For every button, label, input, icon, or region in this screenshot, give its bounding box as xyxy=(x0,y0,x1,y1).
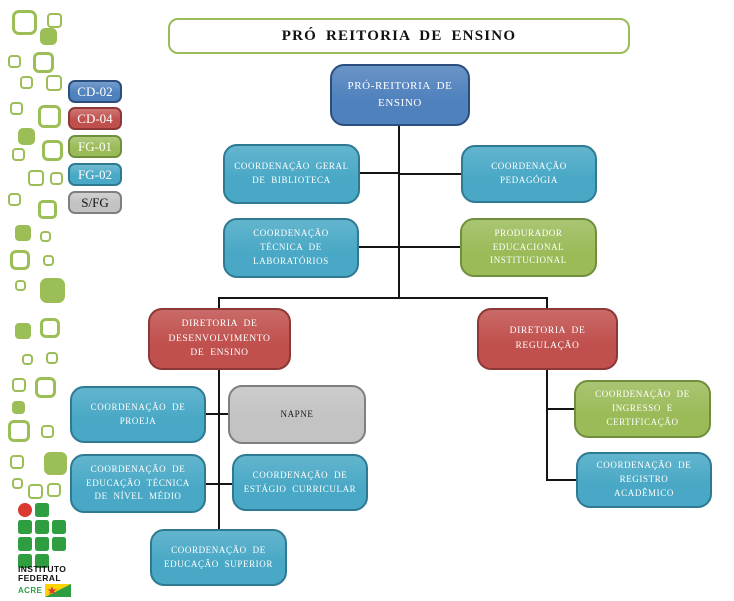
org-node-coordenacao-educacao-tecnica: COORDENAÇÃO DE EDUCAÇÃO TÉCNICA DE NÍVEL… xyxy=(70,454,206,513)
decor-square-icon xyxy=(12,478,23,489)
decor-square-icon xyxy=(12,148,25,161)
connector-line xyxy=(218,297,548,299)
connector-line xyxy=(206,413,230,415)
connector-line xyxy=(546,297,548,309)
logo-region-label: ACRE xyxy=(18,585,43,595)
logo-text-line1: INSTITUTO xyxy=(18,564,67,574)
org-node-coordenacao-pedagogia: COORDENAÇÃO PEDAGÓGIA xyxy=(461,145,597,203)
decor-square-icon xyxy=(12,401,25,414)
org-node-coordenacao-proeja: COORDENAÇÃO DE PROEJA xyxy=(70,386,206,443)
decor-square-icon xyxy=(10,455,24,469)
decor-square-icon xyxy=(10,102,23,115)
logo-square-icon xyxy=(18,520,32,534)
logo-square-icon xyxy=(18,554,32,568)
decor-square-icon xyxy=(40,28,57,45)
logo-text-line2: FEDERAL xyxy=(18,573,61,583)
decor-square-icon xyxy=(43,255,54,266)
connector-line xyxy=(218,297,220,309)
decor-square-icon xyxy=(8,193,21,206)
decor-square-icon xyxy=(12,10,37,35)
logo-square-icon xyxy=(52,520,66,534)
decor-square-icon xyxy=(42,140,63,161)
connector-line xyxy=(398,246,460,248)
decor-square-icon xyxy=(15,280,26,291)
logo-square-icon xyxy=(52,537,66,551)
connector-line xyxy=(546,479,577,481)
decor-square-icon xyxy=(15,323,31,339)
decor-square-icon xyxy=(22,354,33,365)
decor-square-icon xyxy=(47,13,62,28)
logo-square-icon xyxy=(35,554,49,568)
org-node-coordenacao-ingresso-certificacao: COORDENAÇÃO DE INGRESSO E CERTIFICAÇÃO xyxy=(574,380,711,438)
decor-square-icon xyxy=(46,352,58,364)
org-node-diretoria-regulacao: DIRETORIA DE REGULAÇÃO xyxy=(477,308,618,370)
decor-square-icon xyxy=(38,105,61,128)
decor-square-icon xyxy=(20,76,33,89)
org-node-coordenacao-registro-academico: COORDENAÇÃO DE REGISTRO ACADÊMICO xyxy=(576,452,712,508)
decor-square-icon xyxy=(44,452,67,475)
decor-square-icon xyxy=(40,231,51,242)
legend-item-fg-02: FG-02 xyxy=(68,163,122,186)
decor-square-icon xyxy=(41,425,54,438)
decor-square-icon xyxy=(40,278,65,303)
decor-square-icon xyxy=(46,75,62,91)
connector-line xyxy=(206,483,234,485)
org-node-coordenacao-educacao-superior: COORDENAÇÃO DE EDUCAÇÃO SUPERIOR xyxy=(150,529,287,586)
decor-square-icon xyxy=(38,200,57,219)
org-node-coordenacao-tecnica-laboratorios: COORDENAÇÃO TÉCNICA DE LABORATÓRIOS xyxy=(223,218,359,278)
page-title: PRÓ REITORIA DE ENSINO xyxy=(168,18,630,54)
connector-line xyxy=(398,126,400,298)
legend-item-cd-02: CD-02 xyxy=(68,80,122,103)
decor-square-icon xyxy=(8,55,21,68)
legend-item-fg-01: FG-01 xyxy=(68,135,122,158)
decor-square-icon xyxy=(47,483,61,497)
connector-line xyxy=(546,408,575,410)
decor-square-icon xyxy=(12,378,26,392)
logo-square-icon xyxy=(35,520,49,534)
org-node-diretoria-desenvolvimento-ensino: DIRETORIA DE DESENVOLVIMENTO DE ENSINO xyxy=(148,308,291,370)
logo-red-circle-icon xyxy=(18,503,32,517)
org-node-produrador-educacional: PRODURADOR EDUCACIONAL INSTITUCIONAL xyxy=(460,218,597,277)
connector-line xyxy=(398,173,461,175)
decor-square-icon xyxy=(28,484,43,499)
connector-line xyxy=(360,172,400,174)
connector-line xyxy=(546,370,548,481)
org-node-coordenacao-geral-biblioteca: COORDENAÇÃO GERAL DE BIBLIOTECA xyxy=(223,144,360,204)
decor-square-icon xyxy=(40,318,60,338)
decor-square-icon xyxy=(18,128,35,145)
connector-line xyxy=(359,246,400,248)
legend-item-cd-04: CD-04 xyxy=(68,107,122,130)
decor-square-icon xyxy=(15,225,31,241)
logo-square-icon xyxy=(35,537,49,551)
decor-square-icon xyxy=(10,250,30,270)
logo-region-row: ACRE xyxy=(18,584,72,597)
org-node-napne: NAPNE xyxy=(228,385,366,444)
logo-square-icon xyxy=(35,503,49,517)
connector-line xyxy=(218,370,220,530)
decor-square-icon xyxy=(33,52,54,73)
org-node-pro-reitoria-de-ensino: PRÓ-REITORIA DE ENSINO xyxy=(330,64,470,126)
logo-square-icon xyxy=(18,537,32,551)
org-node-coordenacao-estagio-curricular: COORDENAÇÃO DE ESTÁGIO CURRICULAR xyxy=(232,454,368,511)
decor-square-icon xyxy=(35,377,56,398)
decor-square-icon xyxy=(28,170,44,186)
decor-square-icon xyxy=(8,420,30,442)
decor-square-icon xyxy=(50,172,63,185)
legend-item-s-fg: S/FG xyxy=(68,191,122,214)
acre-flag-icon xyxy=(45,584,72,597)
